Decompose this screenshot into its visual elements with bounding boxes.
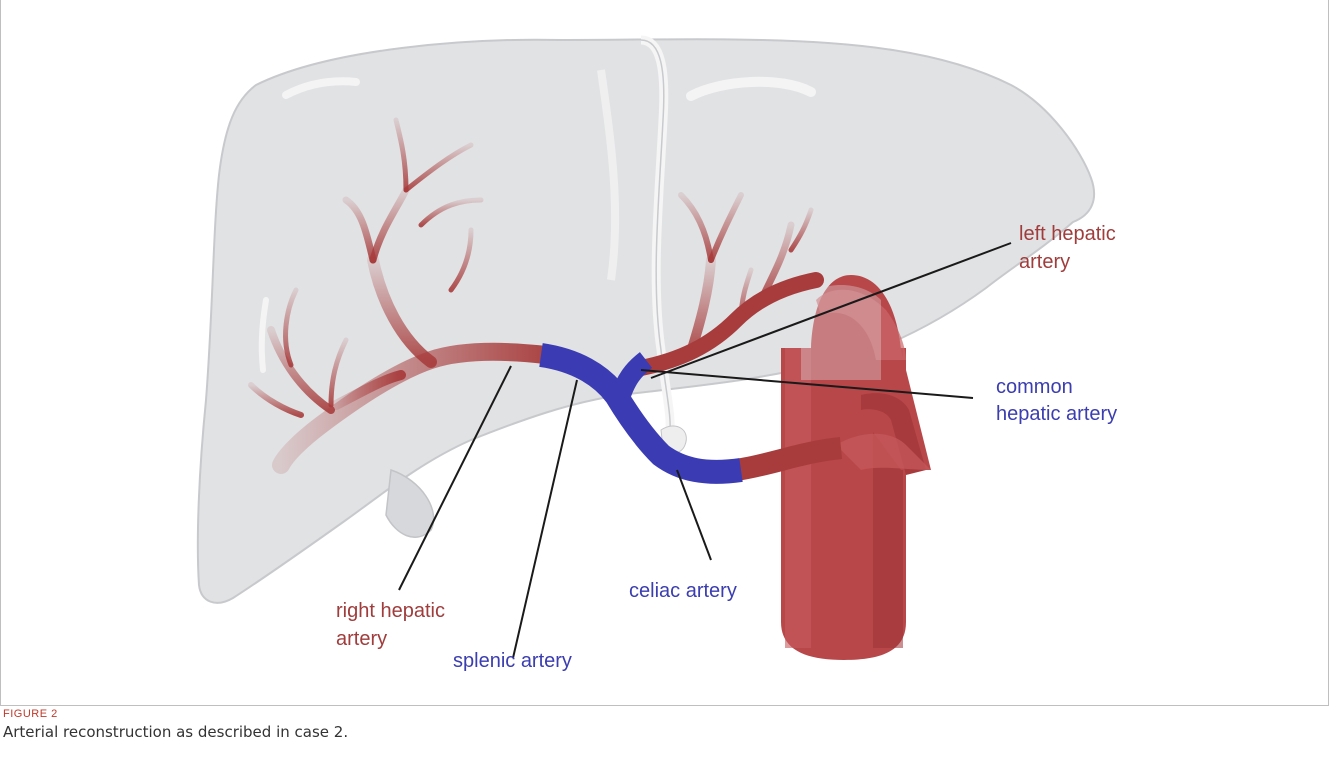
gallbladder [386, 470, 434, 537]
arterial-reconstruction-diagram: left hepatic artery common hepatic arter… [1, 0, 1328, 705]
label-common-hepatic-artery-line2: hepatic artery [996, 403, 1117, 425]
figure-caption-text: Arterial reconstruction as described in … [3, 722, 1323, 742]
liver-body [198, 39, 1094, 603]
label-right-hepatic-artery-line1: right hepatic [336, 600, 445, 622]
figure-number: FIGURE 2 [3, 706, 1323, 722]
liver [198, 39, 1094, 603]
label-celiac-artery: celiac artery [629, 580, 737, 602]
label-common-hepatic-artery-line1: common [996, 376, 1073, 398]
figure-caption: FIGURE 2 Arterial reconstruction as desc… [3, 706, 1323, 742]
label-right-hepatic-artery-line2: artery [336, 628, 387, 650]
figure-frame: left hepatic artery common hepatic arter… [0, 0, 1329, 706]
label-left-hepatic-artery-line2: artery [1019, 251, 1070, 273]
label-splenic-artery: splenic artery [453, 650, 572, 672]
label-left-hepatic-artery-line1: left hepatic [1019, 223, 1116, 245]
